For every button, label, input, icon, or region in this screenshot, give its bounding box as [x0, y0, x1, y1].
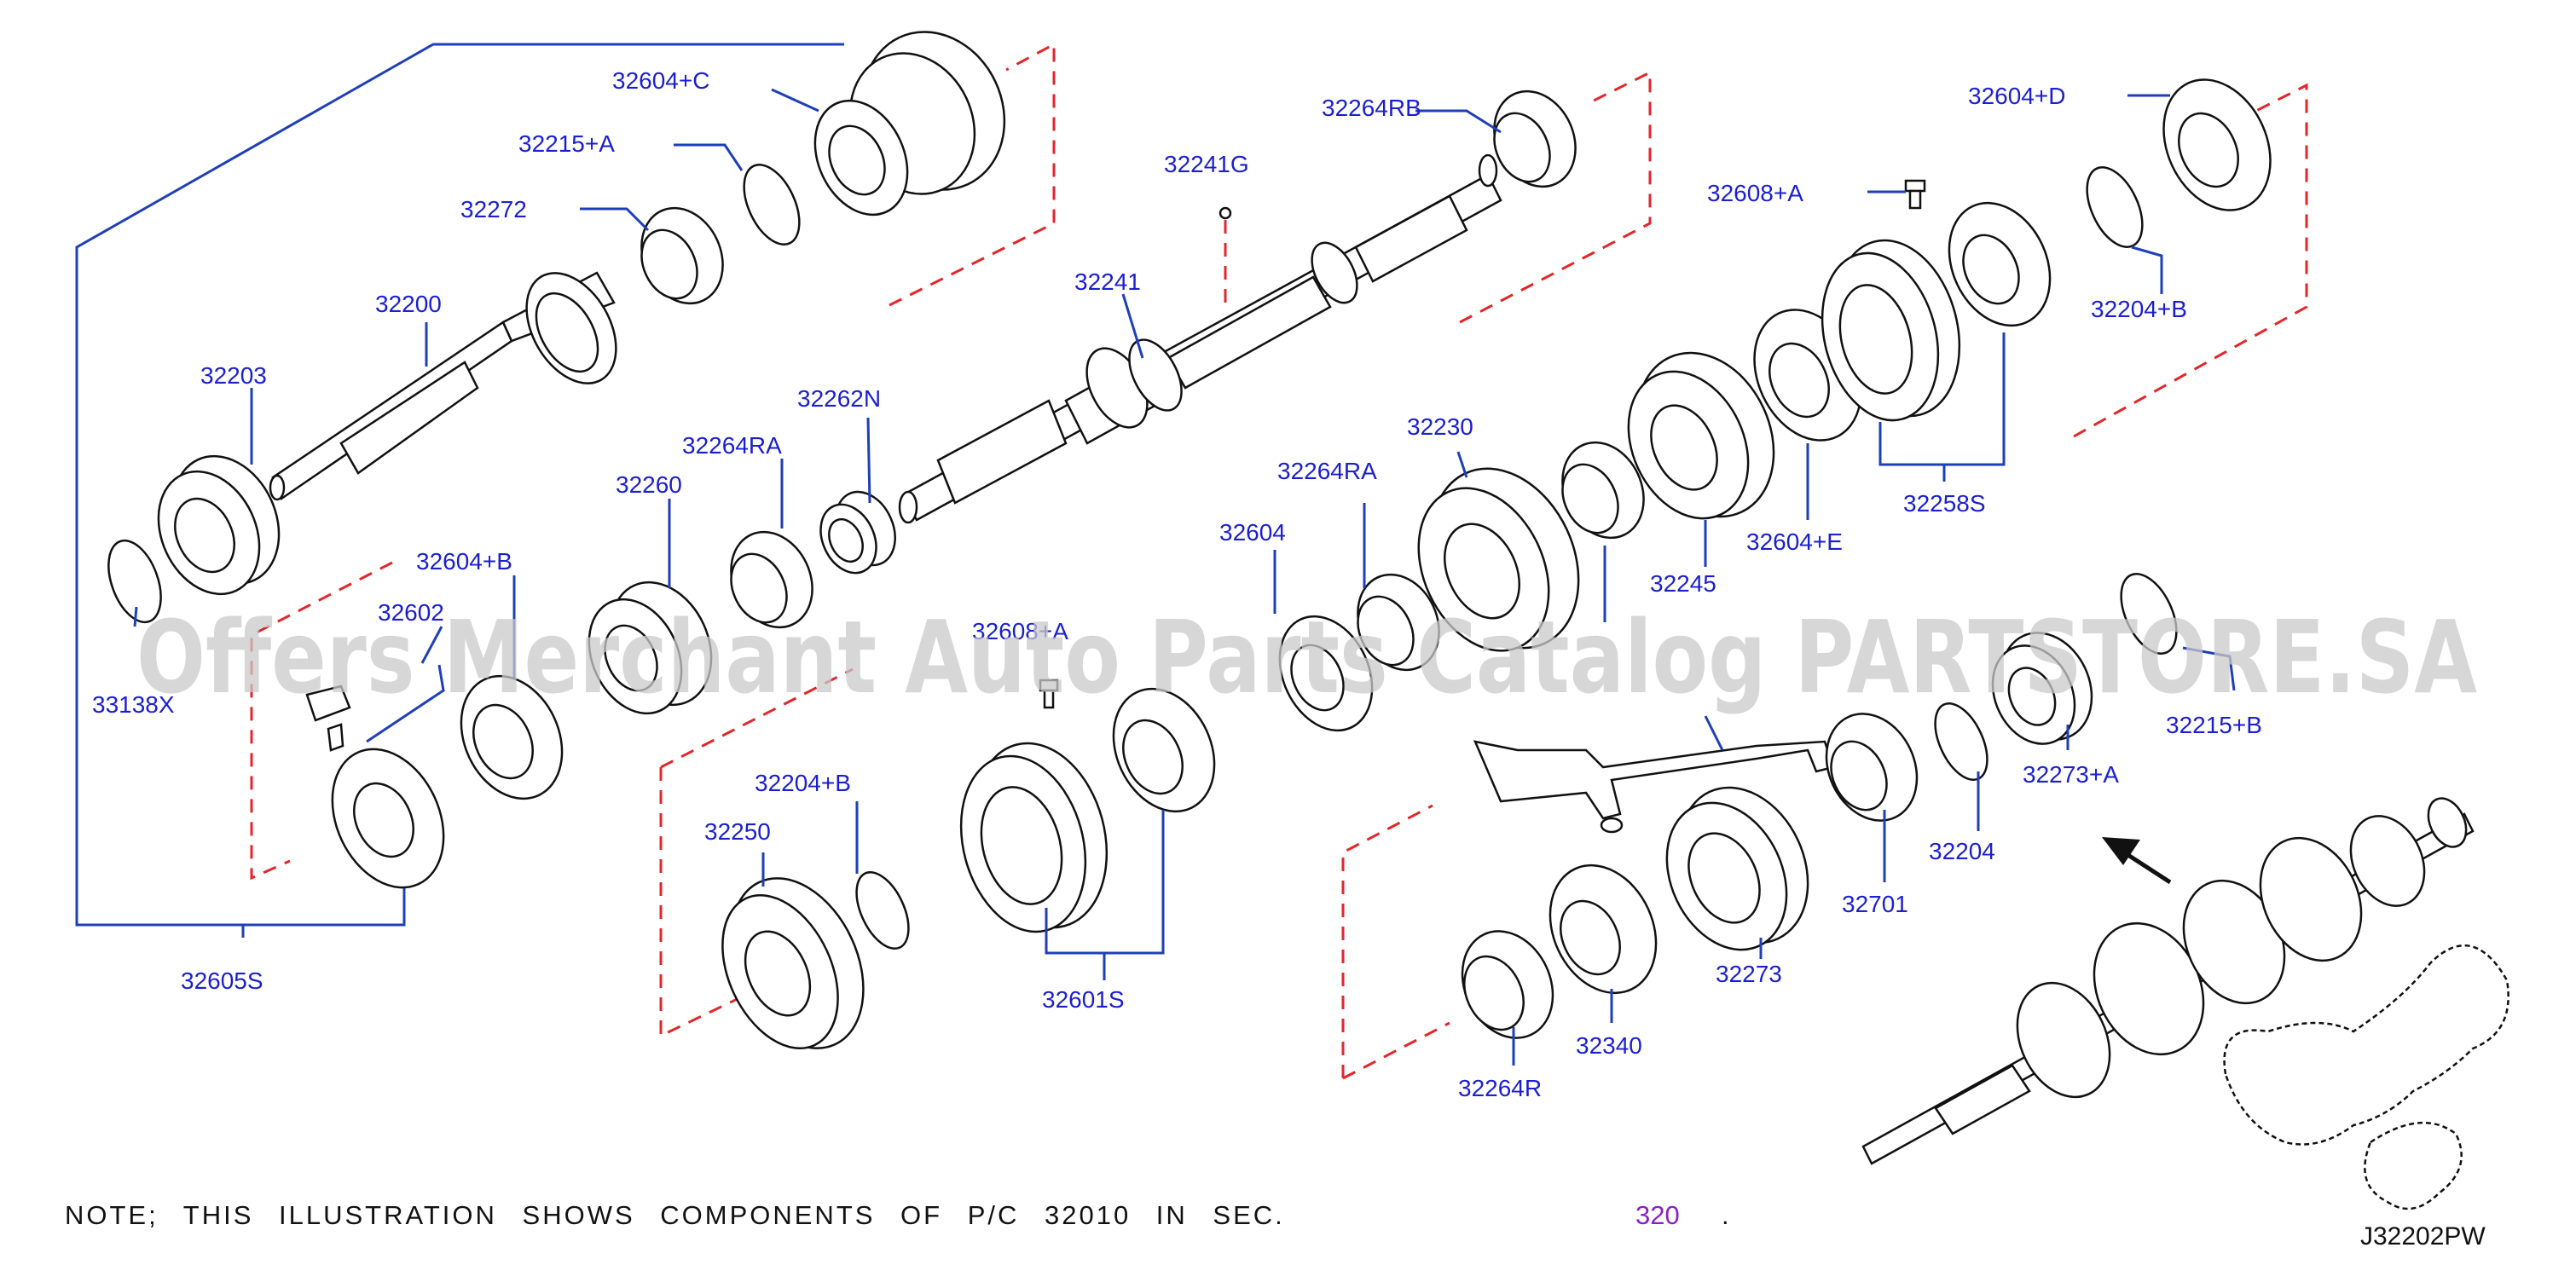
watermark: Offers Merchant Auto Parts Catalog PARTS…	[136, 598, 2477, 716]
shift-fork-32197x[interactable]	[1473, 740, 1835, 834]
illustration-note: NOTE; THIS ILLUSTRATION SHOWS COMPONENTS…	[65, 1200, 1285, 1230]
label-32604b[interactable]: 32604+B	[416, 548, 512, 575]
label-32204[interactable]: 32204	[1929, 838, 1995, 864]
label-32264r[interactable]: 32264R	[1458, 1075, 1542, 1101]
snap-ring-32204b-b[interactable]	[2075, 159, 2153, 255]
label-32264ra-a[interactable]: 32264RA	[682, 432, 782, 459]
part-labels: 32604+C 32215+A 32272 32200 32203 33138X…	[92, 67, 2262, 1101]
label-32260[interactable]: 32260	[616, 471, 682, 498]
bushing-32262n[interactable]	[810, 482, 906, 582]
gear-32604[interactable]	[1262, 601, 1390, 745]
note-period: .	[1722, 1200, 1729, 1230]
gear-32701[interactable]	[1809, 699, 1934, 835]
label-32601s[interactable]: 32601S	[1042, 986, 1125, 1013]
label-32273[interactable]: 32273	[1716, 961, 1782, 987]
assembled-mainshaft	[1861, 797, 2475, 1165]
label-32245[interactable]: 32245	[1650, 570, 1716, 597]
label-32272[interactable]: 32272	[460, 196, 527, 222]
label-32262n[interactable]: 32262N	[797, 385, 881, 412]
synchro-hub-32602[interactable]	[311, 731, 466, 906]
synchro-gear-32604d[interactable]	[2144, 62, 2291, 228]
bearing-32273a[interactable]	[1977, 618, 2109, 757]
label-32200[interactable]: 32200	[375, 291, 442, 317]
needle-bearing-32264ra-a[interactable]	[716, 518, 828, 640]
label-32258s[interactable]: 32258S	[1903, 490, 1986, 517]
synchro-gear-32604c[interactable]	[797, 9, 1030, 229]
housing-outline	[2223, 944, 2509, 1210]
dashed-group-outlines	[250, 42, 2308, 1080]
label-32605s[interactable]: 32605S	[181, 968, 263, 994]
label-32604[interactable]: 32604	[1219, 519, 1286, 546]
gear-32340[interactable]	[1530, 848, 1676, 1010]
synchro-assembly-32258s[interactable]	[1804, 187, 2069, 434]
label-32273a[interactable]: 32273+A	[2023, 761, 2119, 788]
screw-32608a-b[interactable]	[1904, 179, 1926, 210]
needle-bearing-near-32230[interactable]	[1548, 429, 1659, 551]
label-32604c[interactable]: 32604+C	[612, 67, 709, 94]
label-32604d[interactable]: 32604+D	[1968, 83, 2065, 109]
label-32264rb[interactable]: 32264RB	[1322, 95, 1421, 121]
input-shaft-32200[interactable]	[269, 257, 634, 501]
gear-32245[interactable]	[1606, 331, 1799, 540]
label-32264ra-b[interactable]: 32264RA	[1277, 458, 1377, 484]
plug-32241g[interactable]	[1219, 206, 1232, 303]
needle-bearing-32264r[interactable]	[1445, 916, 1570, 1053]
insert-key[interactable]	[305, 684, 351, 752]
label-32250[interactable]: 32250	[704, 818, 771, 845]
label-32203[interactable]: 32203	[200, 362, 267, 389]
leader-lines	[133, 88, 2236, 1066]
bearing-32273[interactable]	[1644, 766, 1832, 969]
needle-bearing-32264ra-b[interactable]	[1343, 561, 1455, 683]
snap-ring-32215b[interactable]	[2110, 565, 2187, 661]
snap-ring-32215a[interactable]	[732, 156, 810, 252]
label-32204b-a[interactable]: 32204+B	[755, 770, 851, 796]
label-32604e[interactable]: 32604+E	[1746, 529, 1843, 555]
section-link[interactable]: 320	[1635, 1200, 1680, 1230]
label-32608a-a[interactable]: 32608+A	[972, 618, 1068, 644]
illustration-code: J32202PW	[2360, 1222, 2486, 1251]
needle-bearing-32264rb[interactable]	[1479, 78, 1591, 199]
label-32241[interactable]: 32241	[1074, 269, 1141, 295]
gear-32230[interactable]	[1393, 444, 1606, 672]
label-32204b-b[interactable]: 32204+B	[2091, 296, 2187, 322]
label-32215a[interactable]: 32215+A	[518, 130, 615, 157]
direction-arrow	[2102, 837, 2172, 885]
label-32701[interactable]: 32701	[1842, 891, 1908, 917]
gear-32250[interactable]	[699, 857, 889, 1069]
label-32602[interactable]: 32602	[378, 599, 444, 626]
snap-ring-33138x[interactable]	[99, 534, 171, 629]
gear-32260[interactable]	[571, 566, 730, 729]
label-33138x[interactable]: 33138X	[92, 691, 175, 718]
label-32241g[interactable]: 32241G	[1164, 151, 1249, 177]
synchro-gear-32604b[interactable]	[442, 660, 581, 815]
label-32215b[interactable]: 32215+B	[2166, 712, 2262, 738]
snap-ring-32204b-a[interactable]	[846, 864, 919, 956]
label-32608a-b[interactable]: 32608+A	[1707, 180, 1803, 206]
synchro-assembly-32601s[interactable]	[942, 673, 1233, 946]
needle-bearing-32272[interactable]	[627, 194, 738, 316]
screw-32608a-a[interactable]	[1039, 679, 1059, 709]
label-32230[interactable]: 32230	[1407, 413, 1473, 440]
label-32340[interactable]: 32340	[1576, 1032, 1642, 1059]
bearing-32203[interactable]	[139, 439, 298, 610]
mainshaft-32241[interactable]	[898, 153, 1502, 524]
